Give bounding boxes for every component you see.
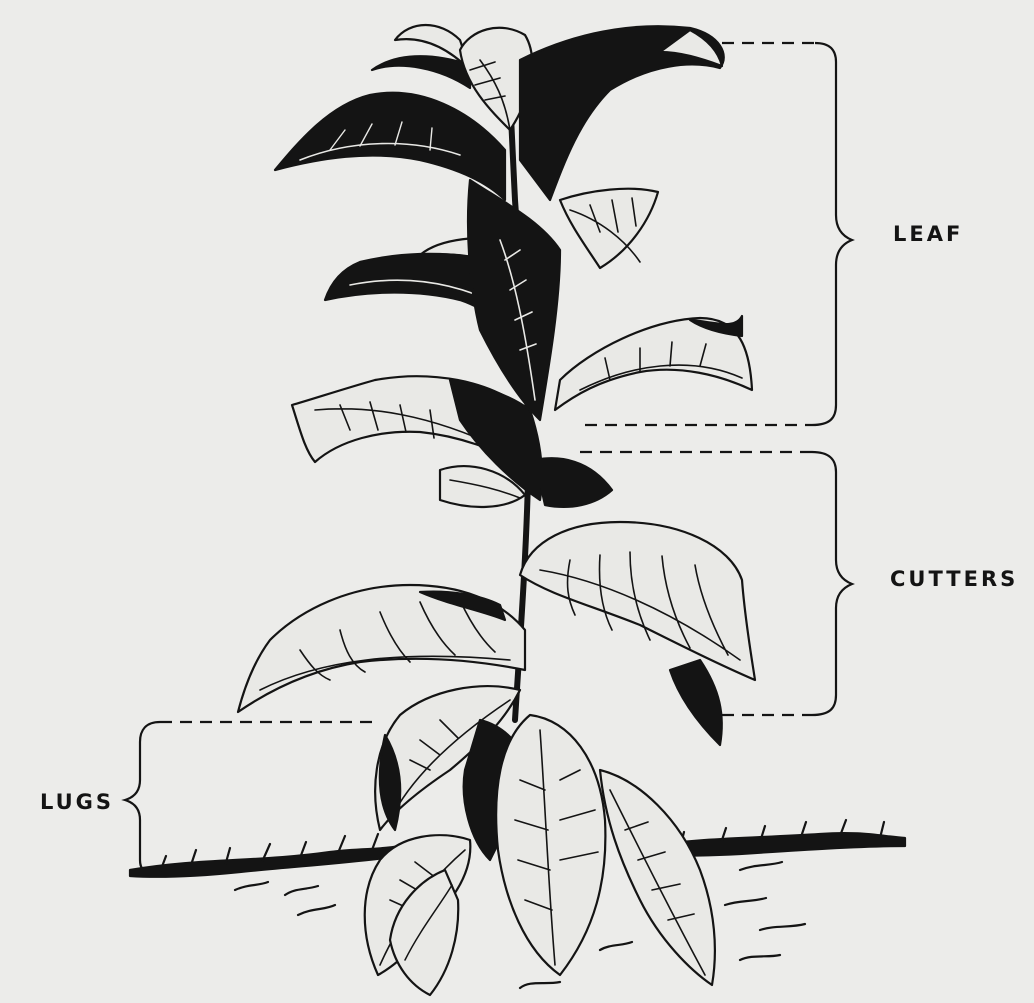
label-leaf: LEAF [893,222,963,246]
leaf-brace [812,43,852,425]
leaf-section-leaves [275,25,752,500]
cutters-brace [812,452,852,715]
label-cutters: CUTTERS [890,567,1018,591]
lugs-section-leaves [365,686,715,995]
tobacco-plant-illustration [130,25,905,995]
label-lugs: LUGS [40,790,114,814]
lugs-brace [125,722,160,868]
